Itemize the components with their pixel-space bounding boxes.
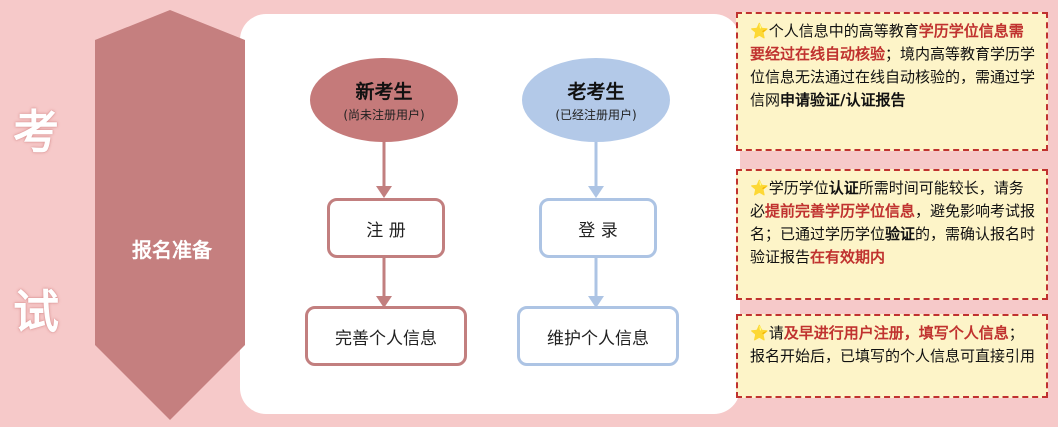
stage-label: 报名准备	[132, 238, 212, 262]
note-text-segment: 验证	[885, 225, 916, 243]
note-text-segment: 申请验证/认证报告	[780, 91, 906, 109]
note-text-segment: ；境内高等教育学历学位信息无法通过在线自动核验的，需通过学信网	[750, 45, 1036, 109]
note-text-segment: 在有效期内	[810, 248, 886, 266]
new-candidate-subtitle: (尚未注册用户)	[343, 108, 425, 122]
note-text-segment: 所需时间可能较长，请务必	[750, 179, 1024, 220]
new-candidate-title: 新考生	[355, 81, 413, 103]
note-text-segment: ；报名开始后，已填写的个人信息可直接引用	[750, 324, 1036, 365]
note-early-registration: ⭐请及早进行用户注册，填写个人信息；报名开始后，已填写的个人信息可直接引用	[736, 314, 1048, 398]
stage-chevron	[95, 10, 245, 420]
old-candidate-subtitle: (已经注册用户)	[555, 108, 637, 122]
complete-info-step: 完善个人信息	[305, 306, 467, 366]
note-text-segment: 学历学位信息需要经过在线自动核验	[750, 22, 1024, 63]
star-icon: ⭐	[750, 179, 769, 197]
note-text-segment: 认证	[828, 179, 859, 197]
side-char-kao: 考	[13, 105, 59, 159]
note-certification: ⭐学历学位认证所需时间可能较长，请务必提前完善学历学位信息，避免影响考试报名；已…	[736, 169, 1048, 300]
old-candidate-oval: 老考生 (已经注册用户)	[522, 58, 670, 142]
note-text-segment: 及早进行用户注册，填写个人信息	[783, 324, 1009, 342]
login-step: 登 录	[539, 198, 657, 258]
note-text-segment: ，避免影响考试报名；已通过学历学位	[750, 202, 1036, 243]
note-text-segment: 个人信息中的高等教育	[768, 22, 919, 40]
note-verification: ⭐个人信息中的高等教育学历学位信息需要经过在线自动核验；境内高等教育学历学位信息…	[736, 12, 1048, 151]
note-text-segment: 学历学位	[768, 179, 829, 197]
note-text-segment: 的，需确认报名时验证报告	[750, 225, 1036, 266]
old-candidate-title: 老考生	[567, 81, 625, 103]
star-icon: ⭐	[750, 324, 769, 342]
side-char-shi: 试	[13, 285, 59, 339]
register-step: 注 册	[327, 198, 445, 258]
maintain-info-step: 维护个人信息	[517, 306, 679, 366]
note-text-segment: 提前完善学历学位信息	[765, 202, 916, 220]
new-candidate-oval: 新考生 (尚未注册用户)	[310, 58, 458, 142]
star-icon: ⭐	[750, 22, 769, 40]
note-text-segment: 请	[768, 324, 784, 342]
